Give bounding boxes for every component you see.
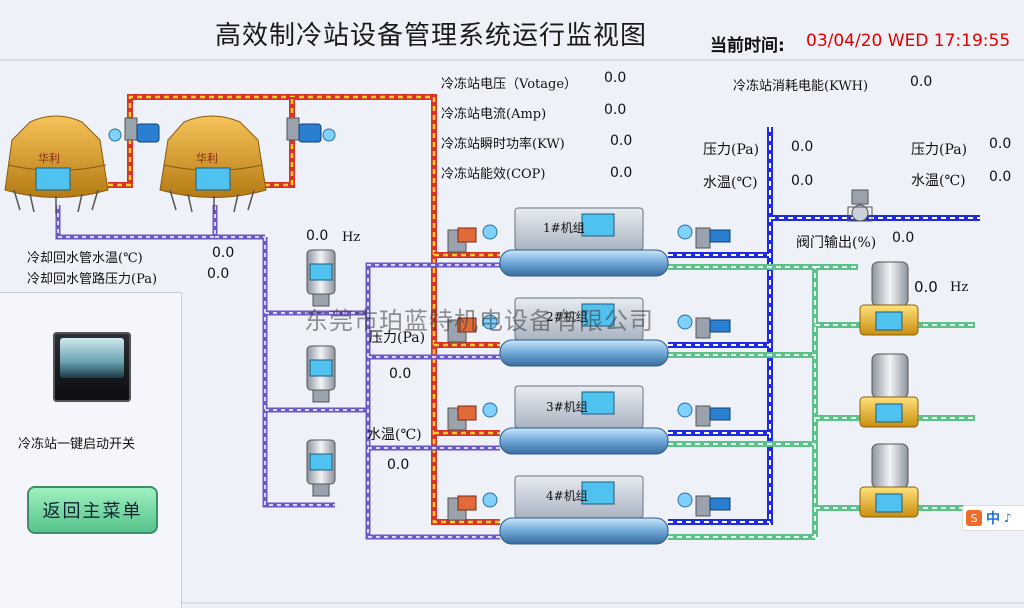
tower-badge-2: 华利 — [196, 152, 218, 165]
cooling-temp-label: 水温(℃) — [367, 427, 422, 443]
tower-badge-1: 华利 — [38, 152, 60, 165]
chiller-1-label: 1#机组 — [543, 221, 585, 235]
chiller-unit-4[interactable] — [499, 475, 669, 545]
chiller-4-label: 4#机组 — [546, 489, 588, 503]
chiller-unit-2[interactable] — [499, 297, 669, 367]
cooling-supply-pipe — [108, 94, 500, 525]
cop-value: 0.0 — [610, 165, 633, 181]
valve-output-label: 阀门输出(%) — [796, 235, 877, 251]
chilled-pump-2[interactable] — [859, 353, 919, 428]
cooling-pump-freq-value: 0.0 — [306, 228, 329, 244]
power-label: 冷冻站瞬时功率(KW) — [441, 137, 565, 152]
chilled-water-pipe — [668, 127, 980, 525]
tower-valve-1[interactable] — [108, 117, 160, 143]
chiller-3-label: 3#机组 — [546, 400, 588, 414]
chiller-cooling-valves[interactable] — [447, 224, 498, 521]
voltage-value: 0.0 — [604, 70, 627, 86]
chiller-unit-1[interactable] — [499, 207, 669, 277]
cooling-pump-3[interactable] — [306, 439, 336, 497]
chilled-pump-freq-value: 0.0 — [914, 278, 938, 296]
voltage-label: 冷冻站电压（Votage） — [441, 77, 578, 92]
chilled-temp-1-value: 0.0 — [791, 173, 814, 189]
tower-valve-2[interactable] — [286, 117, 336, 143]
cooling-pump-freq-unit: Hz — [342, 230, 361, 245]
energy-value: 0.0 — [910, 74, 933, 90]
ime-language: 中 — [986, 511, 1000, 527]
condenser-water-pipe — [668, 264, 975, 540]
cooling-temp-value: 0.0 — [387, 457, 410, 473]
chiller-unit-3[interactable] — [499, 385, 669, 455]
company-watermark: 东莞市珀蓝特机电设备有限公司 — [304, 307, 654, 335]
ime-indicator[interactable]: S 中 ♪ — [962, 505, 1024, 531]
chilled-pressure-1-value: 0.0 — [791, 139, 814, 155]
chiller-chilled-valves[interactable] — [677, 224, 731, 517]
time-value: 03/04/20 WED 17:19:55 — [806, 31, 1011, 51]
cooling-return-pipe — [55, 205, 500, 540]
cooling-pump-1[interactable] — [306, 249, 336, 307]
chilled-pump-3[interactable] — [859, 443, 919, 518]
valve-output-value: 0.0 — [892, 230, 915, 246]
return-pressure-value: 0.0 — [207, 266, 230, 282]
station-start-label: 冷冻站一键启动开关 — [18, 437, 136, 452]
cooling-tower-1[interactable] — [4, 115, 109, 214]
cooling-pressure-label: 压力(Pa) — [369, 330, 426, 346]
cooling-pump-2[interactable] — [306, 345, 336, 403]
return-temp-value: 0.0 — [212, 245, 235, 261]
chilled-temp-2-value: 0.0 — [989, 169, 1012, 185]
ime-logo-icon: S — [966, 510, 982, 526]
chilled-temp-1-label: 水温(℃) — [703, 175, 758, 191]
ime-mode-icon: ♪ — [1004, 511, 1012, 525]
time-label: 当前时间: — [710, 36, 785, 56]
return-temp-label: 冷却回水管水温(℃) — [27, 251, 143, 266]
chilled-pump-1[interactable] — [859, 261, 919, 336]
chilled-pressure-2-label: 压力(Pa) — [911, 142, 968, 158]
return-pressure-label: 冷却回水管路压力(Pa) — [27, 272, 158, 287]
bypass-valve[interactable] — [847, 189, 873, 222]
page-title: 高效制冷站设备管理系统运行监视图 — [215, 21, 648, 51]
current-value: 0.0 — [604, 102, 627, 118]
station-start-button[interactable] — [53, 332, 131, 402]
return-main-menu-button[interactable]: 返回主菜单 — [27, 486, 158, 534]
chiller-2-label: 2#机组 — [546, 310, 588, 324]
power-value: 0.0 — [610, 133, 633, 149]
chilled-temp-2-label: 水温(℃) — [911, 173, 966, 189]
chilled-pressure-1-label: 压力(Pa) — [703, 142, 760, 158]
cooling-tower-2[interactable] — [159, 115, 267, 214]
energy-label: 冷冻站消耗电能(KWH) — [733, 79, 869, 94]
cooling-pressure-value: 0.0 — [389, 366, 412, 382]
current-label: 冷冻站电流(Amp) — [441, 107, 547, 122]
cop-label: 冷冻站能效(COP) — [441, 167, 546, 182]
chilled-pump-freq-unit: Hz — [950, 280, 969, 295]
chilled-pressure-2-value: 0.0 — [989, 136, 1012, 152]
